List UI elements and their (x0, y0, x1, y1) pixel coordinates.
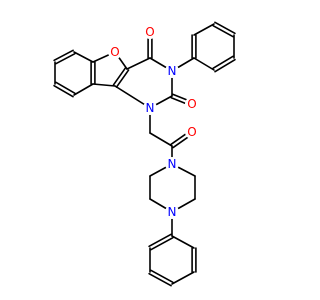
single-bond (171, 271, 195, 285)
double-bond-line (214, 58, 236, 73)
single-bond (92, 83, 116, 87)
double-bond-line (148, 272, 172, 287)
piperazine-nitrogen-atom: N (168, 157, 177, 171)
double-bond-line (214, 21, 236, 35)
double-bond-line (55, 52, 76, 65)
atom-label-background (143, 101, 157, 115)
double-bond-line (53, 49, 74, 62)
single-bond (171, 235, 195, 249)
double-bond-line (148, 233, 172, 248)
double-bond-line (53, 84, 74, 98)
double-bond-line (112, 67, 127, 86)
atom-label-background (165, 157, 179, 171)
atom-label-background (185, 97, 199, 111)
atom-label-background (143, 25, 157, 39)
atom-label-background (165, 205, 179, 219)
bond-layer (53, 21, 236, 287)
single-bond (73, 51, 94, 63)
single-bond (193, 57, 215, 71)
imide-nitrogen-atom: N (168, 64, 177, 78)
atom-label-background (185, 125, 199, 139)
double-bond-line (55, 81, 76, 95)
single-bond (193, 23, 215, 36)
double-bond-line (150, 269, 174, 284)
furan-oxygen-atom: O (110, 45, 119, 59)
atom-label-background (108, 45, 122, 59)
double-bond-line (115, 69, 130, 88)
single-bond (73, 83, 94, 96)
single-bond (126, 57, 151, 70)
piperazine-nitrogen-atom: N (168, 205, 177, 219)
double-bond-line (212, 24, 234, 38)
amide-oxygen-atom: O (187, 125, 196, 139)
carbonyl-oxygen-atom: O (145, 25, 154, 39)
double-bond-line (150, 236, 174, 251)
double-bond-line (212, 55, 234, 70)
ring-nitrogen-atom: N (146, 101, 155, 115)
carbonyl-oxygen-atom: O (187, 97, 196, 111)
atom-label-background (165, 64, 179, 78)
single-bond (149, 132, 173, 147)
